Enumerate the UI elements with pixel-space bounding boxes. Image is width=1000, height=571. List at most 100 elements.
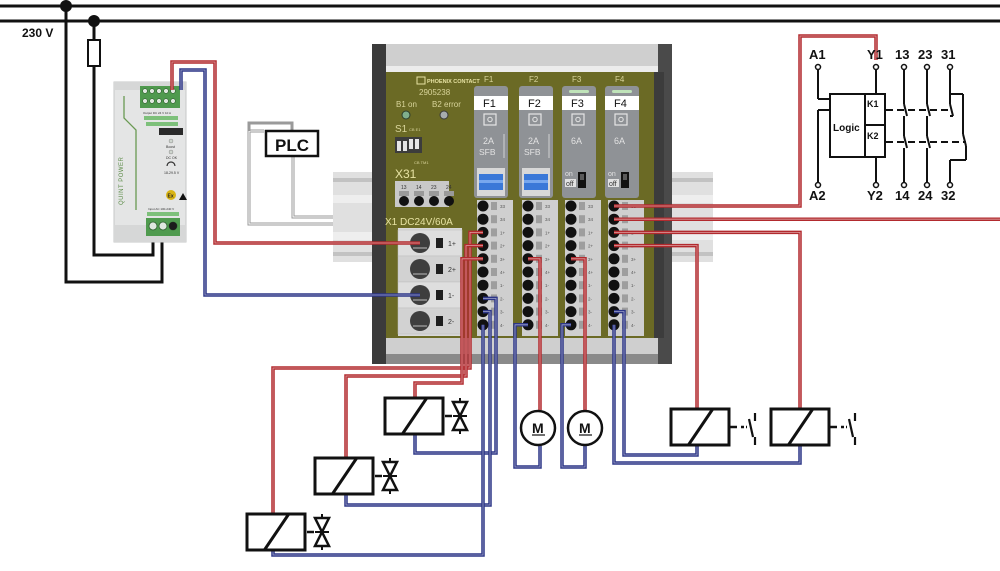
channel-release-slot[interactable] <box>491 228 497 237</box>
channel-terminal-hole[interactable] <box>477 266 489 278</box>
contactor-switch-icon <box>847 418 855 438</box>
channel-release-slot[interactable] <box>491 241 497 250</box>
switch-s1-label: S1 <box>395 124 408 135</box>
channel-release-slot[interactable] <box>491 202 497 210</box>
psu-boost-label: Boost <box>166 145 175 149</box>
channel-release-slot[interactable] <box>491 215 497 224</box>
x31-terminal-hole[interactable] <box>444 196 454 206</box>
x31-release-slot[interactable] <box>429 191 439 196</box>
channel-terminal-hole[interactable] <box>522 200 534 212</box>
channel-terminal-hole[interactable] <box>522 240 534 252</box>
relay-terminal-bottom[interactable] <box>923 181 931 189</box>
channel-release-slot[interactable] <box>579 202 585 210</box>
channel-release-slot[interactable] <box>622 254 628 263</box>
channel-terminal-label: 2+ <box>588 244 594 249</box>
relay-terminal-top[interactable] <box>872 63 880 71</box>
x31-terminal-hole[interactable] <box>414 196 424 206</box>
feed-release-button[interactable] <box>436 264 443 274</box>
channel-terminal-label: 1+ <box>545 230 551 235</box>
channel-header: F3 <box>572 75 582 84</box>
channel-terminal-hole[interactable] <box>565 306 577 318</box>
x31-release-slot[interactable] <box>444 191 454 196</box>
channel-release-slot[interactable] <box>579 281 585 290</box>
channel-terminal-hole[interactable] <box>565 279 577 291</box>
channel-release-slot[interactable] <box>579 241 585 250</box>
motor-label: M <box>532 420 544 436</box>
channel-release-slot[interactable] <box>491 268 497 276</box>
relay-terminal-bottom[interactable] <box>872 181 880 189</box>
channel-release-slot[interactable] <box>579 215 585 224</box>
feed-terminal-hole[interactable] <box>410 259 430 279</box>
channel-release-slot[interactable] <box>622 268 628 276</box>
relay-terminal-bottom[interactable] <box>900 181 908 189</box>
valve-3 <box>445 398 470 434</box>
logic-label: Logic <box>833 123 860 134</box>
channel-terminal-hole[interactable] <box>565 292 577 304</box>
feed-terminal-label: 1- <box>448 293 455 300</box>
channel-release-slot[interactable] <box>536 202 542 210</box>
x31-terminal-hole[interactable] <box>429 196 439 206</box>
relay-terminal-bottom[interactable] <box>814 181 822 189</box>
contactor-1 <box>669 407 757 447</box>
channel-terminal-hole[interactable] <box>477 213 489 225</box>
x31-terminal-hole[interactable] <box>399 196 409 206</box>
psu-dcok-led <box>168 149 174 155</box>
relay-terminal-top[interactable] <box>946 63 954 71</box>
channel-terminal-hole[interactable] <box>522 292 534 304</box>
channel-terminal-hole[interactable] <box>565 200 577 212</box>
channel-release-slot[interactable] <box>491 307 497 316</box>
relay-terminal-bottom-label: 14 <box>895 188 910 203</box>
psu-voltage-pot-icon[interactable] <box>166 161 176 167</box>
channel-release-slot[interactable] <box>579 294 585 303</box>
channel-release-slot[interactable] <box>491 320 497 329</box>
channel-release-slot[interactable] <box>536 241 542 250</box>
channel-release-slot[interactable] <box>579 307 585 316</box>
channel-terminal-hole[interactable] <box>522 279 534 291</box>
channel-terminal-hole[interactable] <box>565 213 577 225</box>
ex-badge-text: Ex <box>168 194 174 200</box>
psu-input-label: Input AC 100-240 V <box>148 207 174 211</box>
relay-terminal-top[interactable] <box>814 63 822 71</box>
channel-release-slot[interactable] <box>579 228 585 237</box>
channel-release-slot[interactable] <box>491 254 497 263</box>
channel-terminal-hole[interactable] <box>522 306 534 318</box>
channel-terminal-hole[interactable] <box>565 240 577 252</box>
feed-terminal-hole[interactable] <box>410 311 430 331</box>
channel-release-slot[interactable] <box>579 320 585 329</box>
channel-release-slot[interactable] <box>536 228 542 237</box>
plc-box[interactable] <box>264 129 320 158</box>
channel-terminal-label: 4+ <box>545 270 551 275</box>
relay-terminal-bottom[interactable] <box>946 181 954 189</box>
breaker-type: SFB <box>479 147 496 157</box>
module-part-number: 2905238 <box>419 88 451 97</box>
channel-terminal-hole[interactable] <box>565 266 577 278</box>
channel-terminal-hole[interactable] <box>608 292 620 304</box>
module-assembly: PHOENIX CONTACT 2905238 B1 on B2 error S… <box>372 44 672 364</box>
feed-release-button[interactable] <box>436 316 443 326</box>
psu-brand-logo <box>159 128 183 135</box>
channel-terminal-hole[interactable] <box>608 253 620 265</box>
channel-release-slot[interactable] <box>579 268 585 276</box>
channel-terminal-label: 1- <box>500 283 505 288</box>
channel-terminal-hole[interactable] <box>522 226 534 238</box>
channel-release-slot[interactable] <box>536 215 542 224</box>
channel-terminal-hole[interactable] <box>477 200 489 212</box>
channel-release-slot[interactable] <box>491 281 497 290</box>
channel-terminal-hole[interactable] <box>522 266 534 278</box>
channel-terminal-hole[interactable] <box>522 213 534 225</box>
channel-terminal-hole[interactable] <box>477 279 489 291</box>
channel-release-slot[interactable] <box>622 294 628 303</box>
channel-terminal-hole[interactable] <box>608 279 620 291</box>
relay-terminal-top[interactable] <box>923 63 931 71</box>
feed-release-button[interactable] <box>436 238 443 248</box>
psu-negative-wire-highlight <box>180 69 420 296</box>
relay-terminal-top[interactable] <box>900 63 908 71</box>
channel-terminal-hole[interactable] <box>608 266 620 278</box>
channel-release-slot[interactable] <box>622 281 628 290</box>
channel-terminal-hole[interactable] <box>565 226 577 238</box>
x31-release-slot[interactable] <box>414 191 424 196</box>
feed-release-button[interactable] <box>436 290 443 300</box>
coil-slash <box>401 397 429 435</box>
coil-box <box>383 396 445 436</box>
x31-release-slot[interactable] <box>399 191 409 196</box>
